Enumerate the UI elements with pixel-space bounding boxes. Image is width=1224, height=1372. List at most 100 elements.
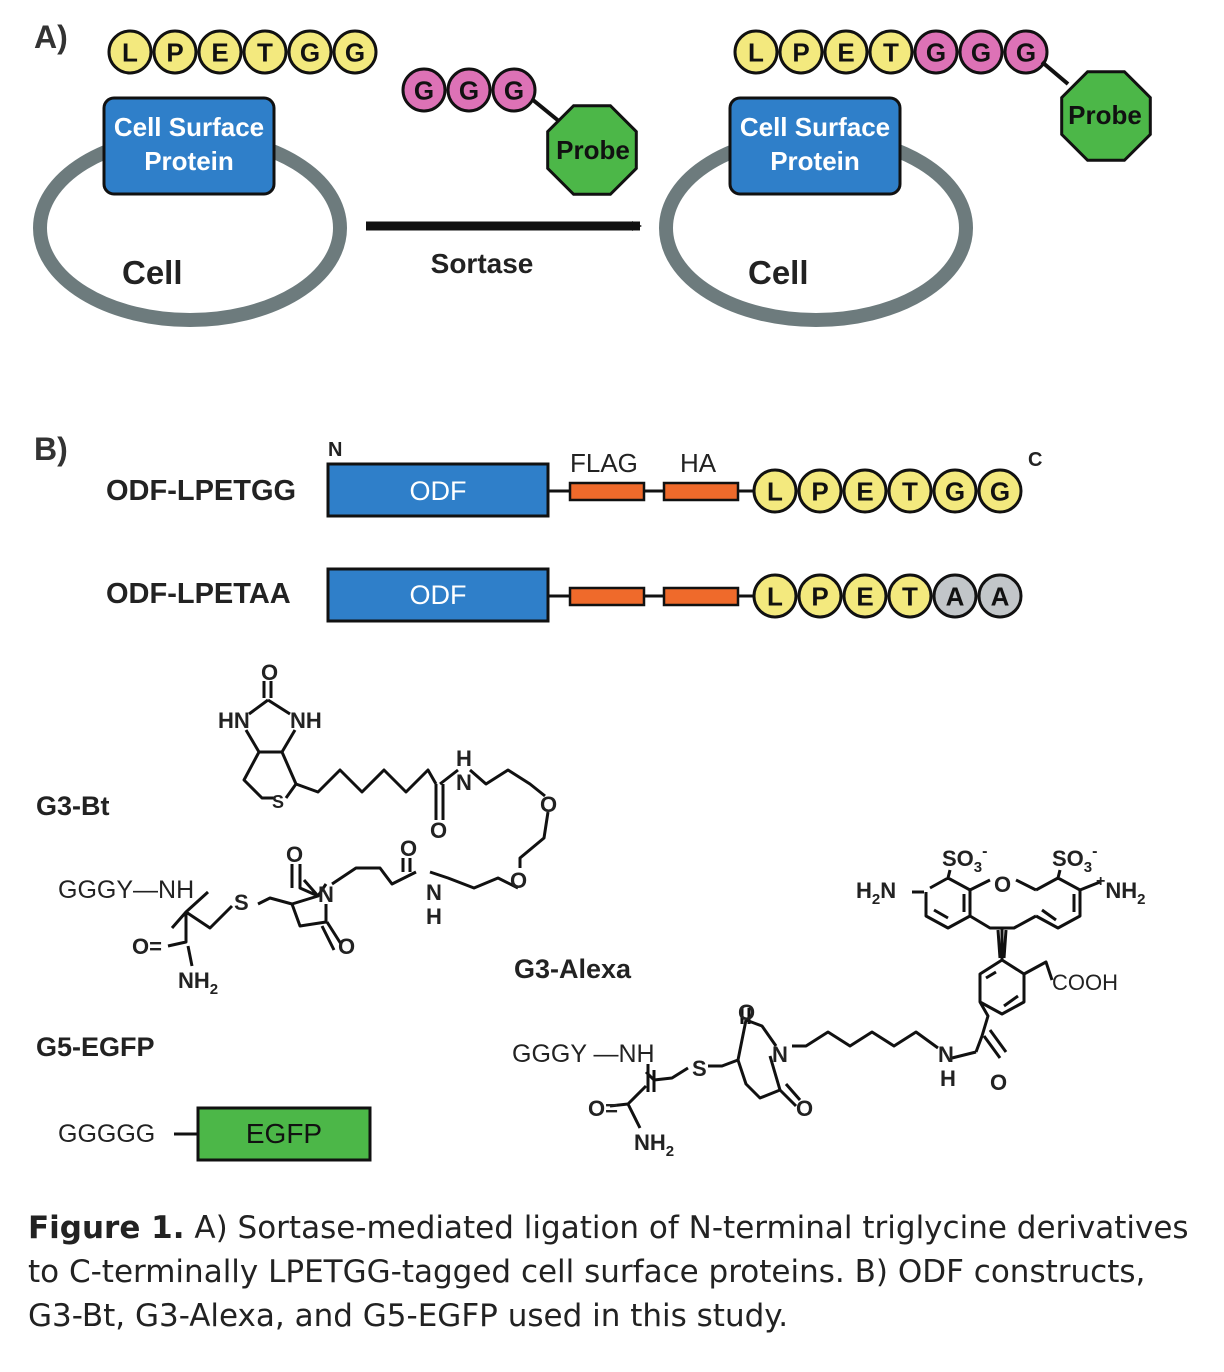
residue-letter: G [414,75,434,105]
residue-letter: G [300,37,320,67]
probe-octagon-right [1060,70,1152,162]
n-terminus-label: N [328,439,342,461]
residue-bead [932,573,978,619]
g3-bt-h-amide2: H [426,904,442,929]
residue-bead [107,29,153,75]
residue-bead [752,468,798,514]
g3-alexa-o-imide-bottom: O [796,1096,813,1121]
g3-alexa-o-carbonyl: O= [588,1096,618,1121]
residue-bead [287,29,333,75]
panel-b-label: B) [34,431,68,467]
g3-alexa-structure: G3-Alexa H2N SO3- SO3- O +NH2 COOH N H O… [512,843,1145,1160]
flag-label: FLAG [570,448,638,478]
residue-letter: P [811,581,828,611]
residue-letter: G [345,37,365,67]
probe-label-left: Probe [556,135,630,165]
g3-alexa-so3-right: SO3- [1052,843,1097,876]
residue-bead [977,573,1023,619]
residue-bead [887,573,933,619]
g3-alexa-gggy-nh: GGGY —NH [512,1040,655,1068]
residue-letter: P [792,37,809,67]
panel-a-label: A) [34,19,68,55]
residue-letter: L [767,581,783,611]
residue-bead [491,67,537,113]
probe-label-right: Probe [1068,100,1142,130]
g3-bt-o-ether1: O [540,792,557,817]
right-cell-label: Cell [748,254,809,291]
g3-alexa-name: G3-Alexa [514,954,632,984]
g3-alexa-h2n-h: H [856,878,872,903]
residue-bead [197,29,243,75]
residue-bead [932,468,978,514]
g3-alexa-o-amide: O [990,1070,1007,1095]
g3-alexa-nh2-bottom-sub: 2 [666,1143,674,1160]
construct1-name: ODF-LPETGG [106,475,296,507]
residue-letter: L [122,37,138,67]
g3-bt-n-amide: N [456,770,472,795]
residue-bead [401,67,447,113]
right-protein-box [728,96,902,196]
g3-alexa-so3-right-charge: - [1092,843,1097,860]
g3-alexa-nh2-sub: 2 [1137,891,1145,908]
residue-letter: G [971,37,991,67]
g3-alexa-so3-left-main: SO [942,846,974,871]
residue-letter: P [166,37,183,67]
residue-letter: G [945,476,965,506]
g3-bt-nh2-sub: 2 [210,981,218,998]
caption-text: A) Sortase-mediated ligation of N-termin… [28,1210,1189,1334]
residue-letter: T [902,581,918,611]
g3-bt-s-thioether: S [234,890,249,915]
g5-egfp-box [196,1106,372,1162]
sortase-label: Sortase [431,248,534,279]
g3-alexa-so3-right-sub: 3 [1084,859,1092,876]
g5-egfp-box-label: EGFP [246,1118,322,1149]
g3-alexa-nh2-bottom-main: NH [634,1130,666,1155]
residue-letter: G [504,75,524,105]
residue-letter: G [926,37,946,67]
construct2-name: ODF-LPETAA [106,578,291,610]
residue-letter: E [211,37,228,67]
g3-alexa-n-amide: N [938,1042,954,1067]
g3-alexa-cooh: COOH [1052,970,1118,995]
g3-bt-n-amide2: N [426,880,442,905]
left-protein-line2: Protein [144,146,234,176]
residue-letter: A [991,581,1010,611]
residue-bead [913,29,959,75]
residue-bead [733,29,779,75]
residue-letter: G [1016,37,1036,67]
residue-bead [242,29,288,75]
g3-alexa-h-amide: H [940,1066,956,1091]
left-protein-line1: Cell Surface [114,112,264,142]
right-protein-line2: Protein [770,146,860,176]
residue-bead [797,468,843,514]
residue-bead [977,468,1023,514]
g3-alexa-n-imide: N [772,1042,788,1067]
residue-letter: L [767,476,783,506]
g3-bt-nh2: NH2 [178,968,218,998]
left-protein-box [102,96,276,196]
residue-letter: P [811,476,828,506]
g3-alexa-so3-left-sub: 3 [974,859,982,876]
g3-bt-s-ring: S [272,792,284,812]
g3-alexa-so3-left-charge: - [982,843,987,860]
g3-bt-o-top: O [261,660,278,685]
residue-letter: L [748,37,764,67]
g3-bt-o-imide-top: O [286,842,303,867]
g3-alexa-plus: + [1096,873,1105,890]
g3-bt-o-imide-bottom: O [338,934,355,959]
construct1-odf-box [326,462,550,518]
residue-letter: E [837,37,854,67]
g3-bt-gggy-nh: GGGY—NH [58,876,194,904]
g3-bt-nh: NH [290,708,322,733]
construct1-odf-label: ODF [410,476,467,506]
g5-egfp-chain: GGGGG [58,1120,155,1148]
residue-bead [1003,29,1049,75]
residue-bead [332,29,378,75]
residue-bead [446,67,492,113]
g5-egfp-construct: G5-EGFP GGGGG EGFP [36,1032,372,1162]
g3-bt-o-amide2: O [400,836,417,861]
g5-egfp-name: G5-EGFP [36,1032,155,1062]
